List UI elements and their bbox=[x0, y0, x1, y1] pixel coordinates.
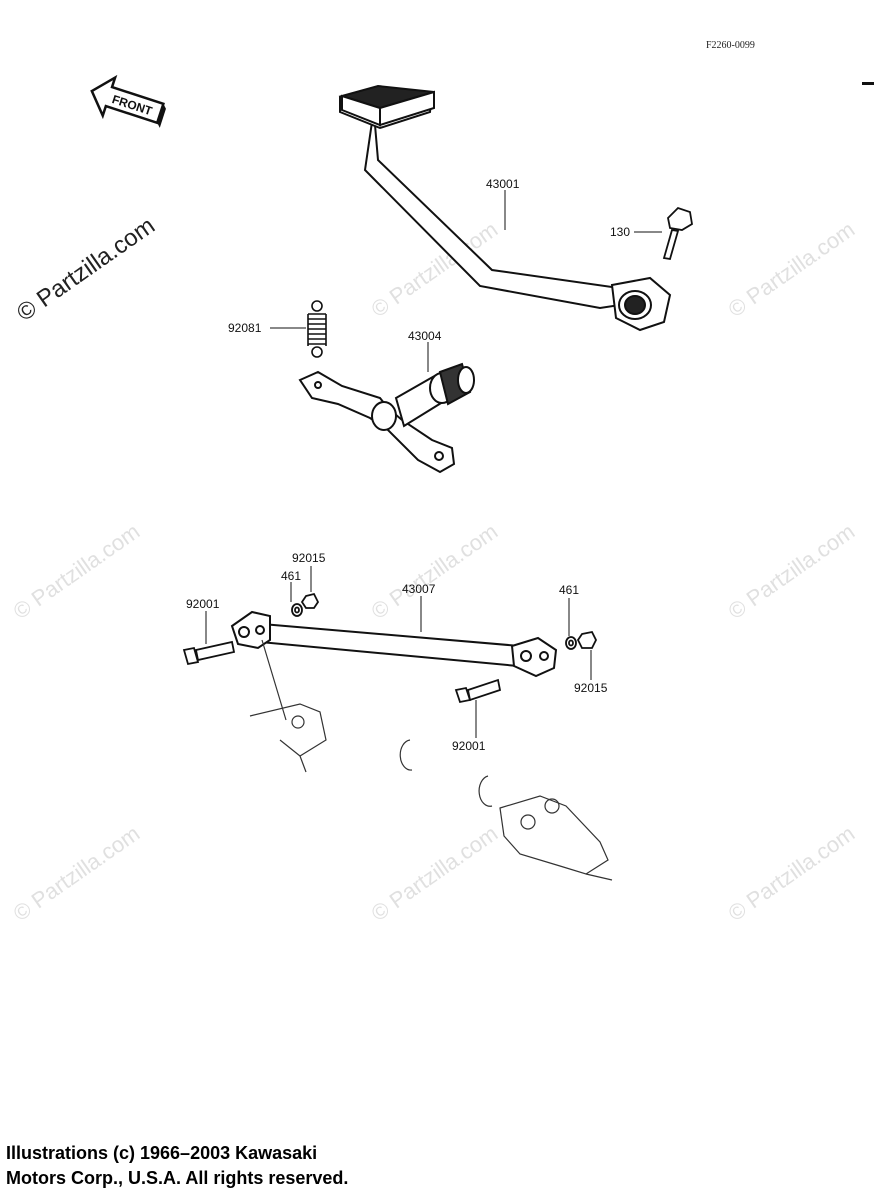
bolt-92001-left bbox=[182, 640, 236, 666]
part-label-92001-center: 92001 bbox=[452, 739, 486, 753]
watermark: © Partzilla.com bbox=[724, 519, 860, 625]
copyright-notice: Illustrations (c) 1966–2003 Kawasaki Mot… bbox=[6, 1141, 348, 1191]
bolt-92001-center bbox=[454, 678, 502, 704]
part-label-43007: 43007 bbox=[402, 582, 436, 596]
leader-lines bbox=[205, 190, 662, 738]
watermark: © Partzilla.com bbox=[724, 217, 860, 323]
diagram-code: F2260-0099 bbox=[706, 40, 755, 51]
edge-mark bbox=[862, 82, 874, 85]
watermark: © Partzilla.com bbox=[724, 821, 860, 927]
watermark: © Partzilla.com bbox=[9, 821, 145, 927]
part-label-43004: 43004 bbox=[408, 329, 442, 343]
brake-pedal bbox=[338, 84, 672, 332]
brake-shaft-43004 bbox=[298, 362, 475, 474]
washer-nut-upper bbox=[291, 592, 320, 617]
brake-rod-43007 bbox=[230, 610, 558, 678]
part-label-92001-left: 92001 bbox=[186, 597, 220, 611]
part-label-130: 130 bbox=[610, 225, 630, 239]
copyright-line-1: Illustrations (c) 1966–2003 Kawasaki bbox=[6, 1143, 318, 1163]
part-label-92081: 92081 bbox=[228, 321, 262, 335]
watermark: © Partzilla.com bbox=[367, 519, 503, 625]
copyright-line-2: Motors Corp., U.S.A. All rights reserved… bbox=[6, 1168, 349, 1188]
watermark: © Partzilla.com bbox=[9, 519, 145, 625]
spring-92081 bbox=[307, 300, 327, 358]
bolt-130 bbox=[662, 206, 693, 261]
watermark-large: © Partzilla.com bbox=[12, 212, 160, 327]
part-label-92015-right: 92015 bbox=[574, 681, 608, 695]
linkage-ghost bbox=[249, 639, 613, 881]
part-label-461-upper: 461 bbox=[281, 569, 301, 583]
part-label-43001: 43001 bbox=[486, 177, 520, 191]
washer-nut-right bbox=[565, 630, 598, 650]
watermarks: © Partzilla.com © Partzilla.com © Partzi… bbox=[9, 212, 860, 926]
part-label-461-right: 461 bbox=[559, 583, 579, 597]
front-arrow-icon: FRONT bbox=[90, 74, 166, 128]
part-label-92015-upper: 92015 bbox=[292, 551, 326, 565]
watermark: © Partzilla.com bbox=[367, 821, 503, 927]
